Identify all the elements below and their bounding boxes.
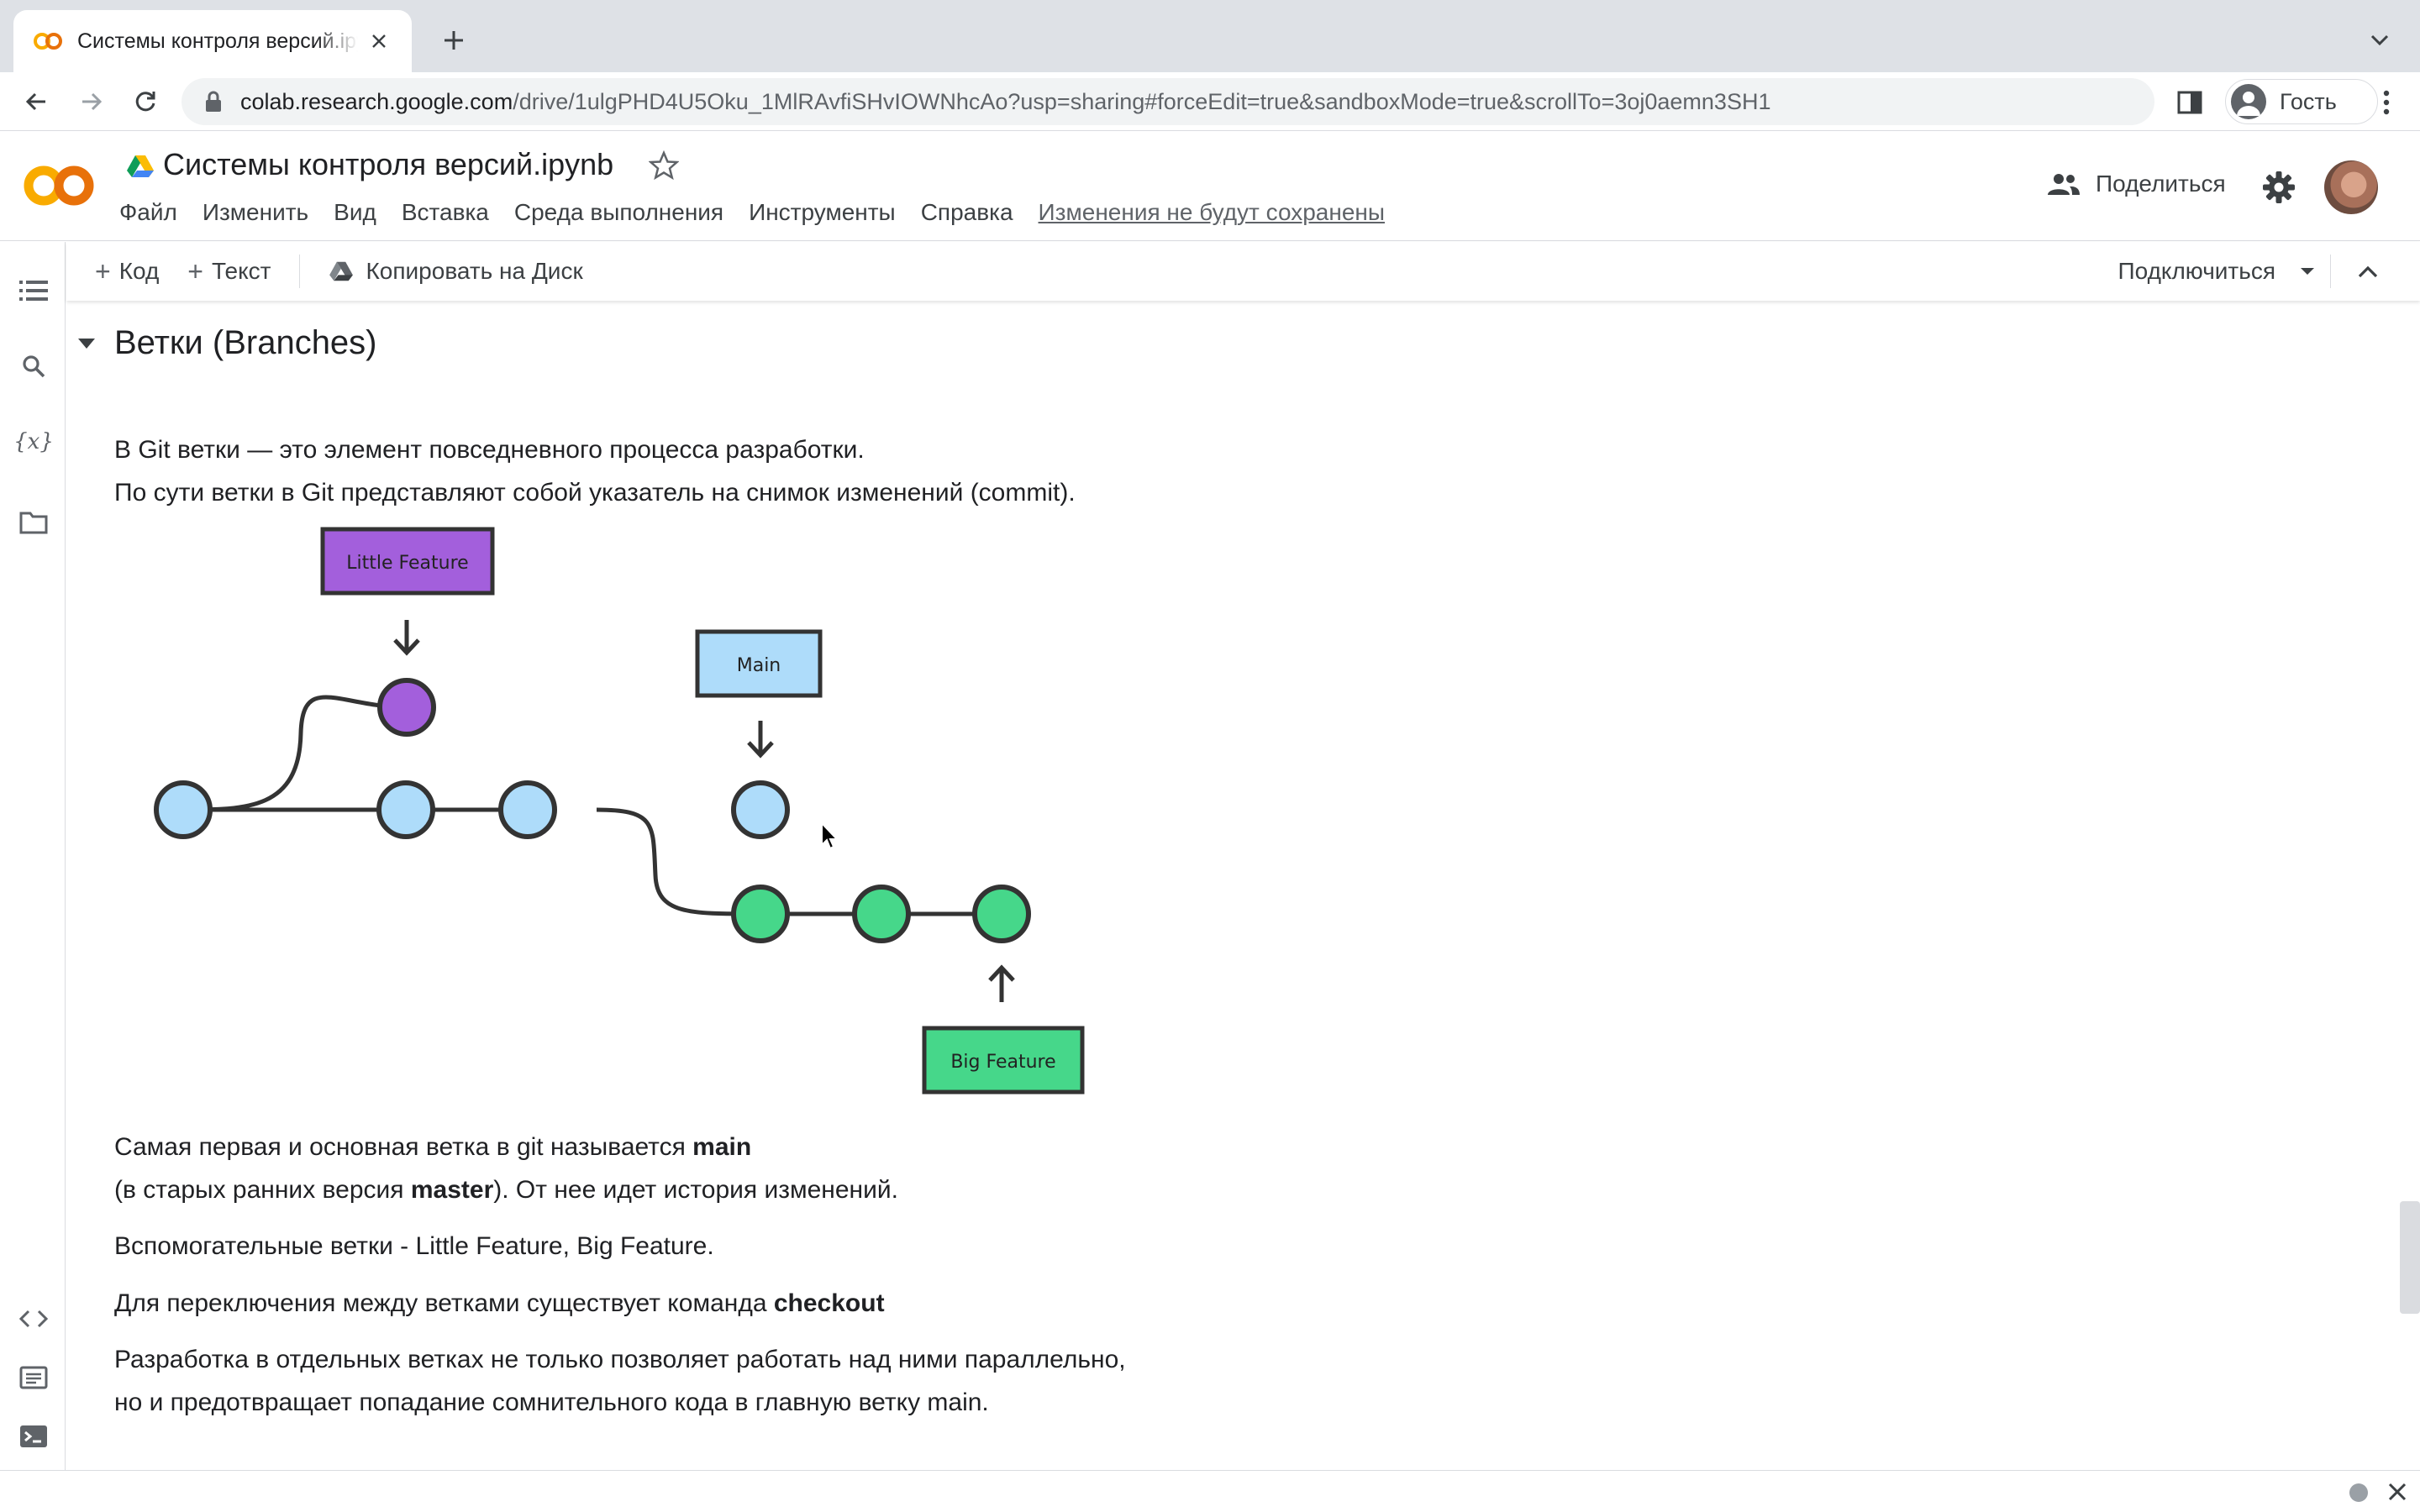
- add-code-button[interactable]: + Код: [95, 256, 159, 287]
- add-text-label: Текст: [211, 258, 271, 284]
- google-drive-icon: [127, 155, 154, 177]
- close-icon[interactable]: [2386, 1481, 2408, 1503]
- little-feature-label-box: [320, 527, 495, 596]
- variables-icon[interactable]: {x}: [13, 429, 54, 454]
- new-tab-icon[interactable]: [437, 24, 471, 57]
- share-button[interactable]: Поделиться: [2047, 171, 2226, 197]
- plus-icon: +: [187, 255, 203, 286]
- code-snippets-icon[interactable]: [17, 1302, 50, 1336]
- menu-view[interactable]: Вид: [334, 199, 376, 225]
- big-feature-branch-line: [596, 807, 1002, 916]
- search-icon[interactable]: [17, 349, 50, 383]
- more-vert-icon[interactable]: [2370, 86, 2403, 119]
- status-indicator[interactable]: [2349, 1483, 2368, 1502]
- command-palette-icon[interactable]: [17, 1361, 50, 1394]
- reload-icon[interactable]: [126, 82, 165, 121]
- tab-close-icon[interactable]: [366, 29, 392, 54]
- table-of-contents-icon[interactable]: [17, 274, 50, 307]
- commit-node: [852, 885, 911, 943]
- chevron-down-icon[interactable]: [2365, 25, 2395, 55]
- little-feature-label: Little Feature: [346, 553, 468, 574]
- dropdown-arrow-icon: [2301, 268, 2314, 275]
- checkout-text: Для переключения между ветками существуе…: [114, 1289, 885, 1317]
- copy-to-drive-label: Копировать на Диск: [366, 258, 583, 284]
- browser-tabstrip: Системы контроля версий.ipynb: [0, 0, 2420, 72]
- scrollbar-thumb[interactable]: [2400, 1201, 2420, 1314]
- guest-avatar-icon: [2231, 84, 2266, 119]
- toolbar-divider: [299, 255, 301, 288]
- connect-label: Подключиться: [2118, 258, 2275, 284]
- notebook-content: Ветки (Branches) В Git ветки — это элеме…: [66, 301, 2394, 1470]
- section-heading: Ветки (Branches): [114, 324, 377, 361]
- parallel-line-2: но и предотвращает попадание сомнительно…: [114, 1389, 989, 1416]
- chevron-up-icon[interactable]: [2353, 257, 2383, 287]
- menu-tools[interactable]: Инструменты: [749, 199, 896, 225]
- connect-button[interactable]: Подключиться: [2118, 242, 2316, 301]
- forward-arrow-icon[interactable]: [72, 82, 111, 121]
- menubar: Файл Изменить Вид Вставка Среда выполнен…: [119, 199, 1410, 226]
- left-rail: {x}: [0, 242, 66, 1470]
- commit-node: [972, 885, 1031, 943]
- main-branch-line-2: (в старых ранних версия master). От нее …: [114, 1176, 898, 1204]
- collapse-section-icon[interactable]: [76, 336, 97, 351]
- browser-toolbar: colab.research.google.com/drive/1ulgPHD4…: [0, 72, 2420, 131]
- unsaved-changes-link[interactable]: Изменения не будут сохранены: [1038, 199, 1385, 225]
- add-code-label: Код: [118, 258, 160, 284]
- arrow-down-icon: [393, 620, 420, 656]
- profile-label: Гость: [2280, 88, 2337, 114]
- colab-favicon-icon: [34, 33, 62, 50]
- user-avatar[interactable]: [2324, 160, 2378, 214]
- status-bar: [0, 1470, 2420, 1512]
- colab-header: Системы контроля версий.ipynb Файл Измен…: [0, 132, 2420, 241]
- share-label: Поделиться: [2096, 171, 2226, 197]
- main-label-box: [695, 629, 823, 698]
- notebook-toolbar: + Код + Текст Копировать на Диск Подключ…: [66, 242, 2420, 301]
- arrow-up-icon: [988, 964, 1015, 1002]
- commit-node: [498, 780, 557, 839]
- parallel-line-1: Разработка в отдельных ветках не только …: [114, 1346, 1126, 1373]
- colab-logo[interactable]: [22, 160, 96, 211]
- commit-node: [731, 885, 790, 943]
- notebook-title[interactable]: Системы контроля версий.ipynb: [163, 147, 614, 181]
- big-feature-label: Big Feature: [950, 1052, 1055, 1073]
- little-feature-branch-line: [182, 695, 408, 812]
- url-text: colab.research.google.com/drive/1ulgPHD4…: [240, 88, 1771, 114]
- side-panel-icon[interactable]: [2175, 87, 2205, 118]
- plus-icon: +: [95, 255, 111, 286]
- commit-node: [377, 678, 436, 737]
- branch-lines: [182, 695, 1002, 916]
- star-icon[interactable]: [649, 150, 679, 181]
- commit-node: [376, 780, 435, 839]
- lock-icon: [206, 91, 221, 112]
- intro-line-2: По сути ветки в Git представляют собой у…: [114, 479, 1076, 507]
- git-branches-diagram: Little Feature Main Big Feature: [154, 527, 1085, 1095]
- address-bar[interactable]: colab.research.google.com/drive/1ulgPHD4…: [182, 78, 2154, 125]
- add-text-button[interactable]: + Текст: [187, 256, 271, 287]
- copy-to-drive-button[interactable]: Копировать на Диск: [329, 258, 583, 285]
- browser-tab[interactable]: Системы контроля версий.ipynb: [13, 10, 412, 72]
- arrow-down-icon: [747, 721, 774, 759]
- menu-insert[interactable]: Вставка: [401, 199, 489, 225]
- people-icon: [2048, 174, 2080, 195]
- menu-runtime[interactable]: Среда выполнения: [513, 199, 724, 225]
- tab-title: Системы контроля версий.ipynb: [77, 29, 358, 53]
- big-feature-label-box: [922, 1026, 1085, 1095]
- back-arrow-icon[interactable]: [17, 82, 55, 121]
- menu-edit[interactable]: Изменить: [202, 199, 309, 225]
- drive-icon: [329, 261, 354, 281]
- commit-node: [154, 780, 213, 839]
- menu-help[interactable]: Справка: [920, 199, 1013, 225]
- toolbar-divider: [2330, 255, 2331, 288]
- commit-node: [731, 780, 790, 839]
- main-label: Main: [737, 655, 781, 676]
- intro-line-1: В Git ветки — это элемент повседневного …: [114, 436, 865, 464]
- profile-button[interactable]: Гость: [2225, 79, 2378, 124]
- aux-branches-text: Вспомогательные ветки - Little Feature, …: [114, 1232, 714, 1260]
- main-branch-line-1: Самая первая и основная ветка в git назы…: [114, 1133, 752, 1161]
- folder-icon[interactable]: [17, 506, 50, 539]
- mouse-cursor-icon: [821, 822, 839, 850]
- terminal-icon[interactable]: [17, 1420, 50, 1453]
- gear-icon[interactable]: [2260, 169, 2297, 206]
- menu-file[interactable]: Файл: [119, 199, 177, 225]
